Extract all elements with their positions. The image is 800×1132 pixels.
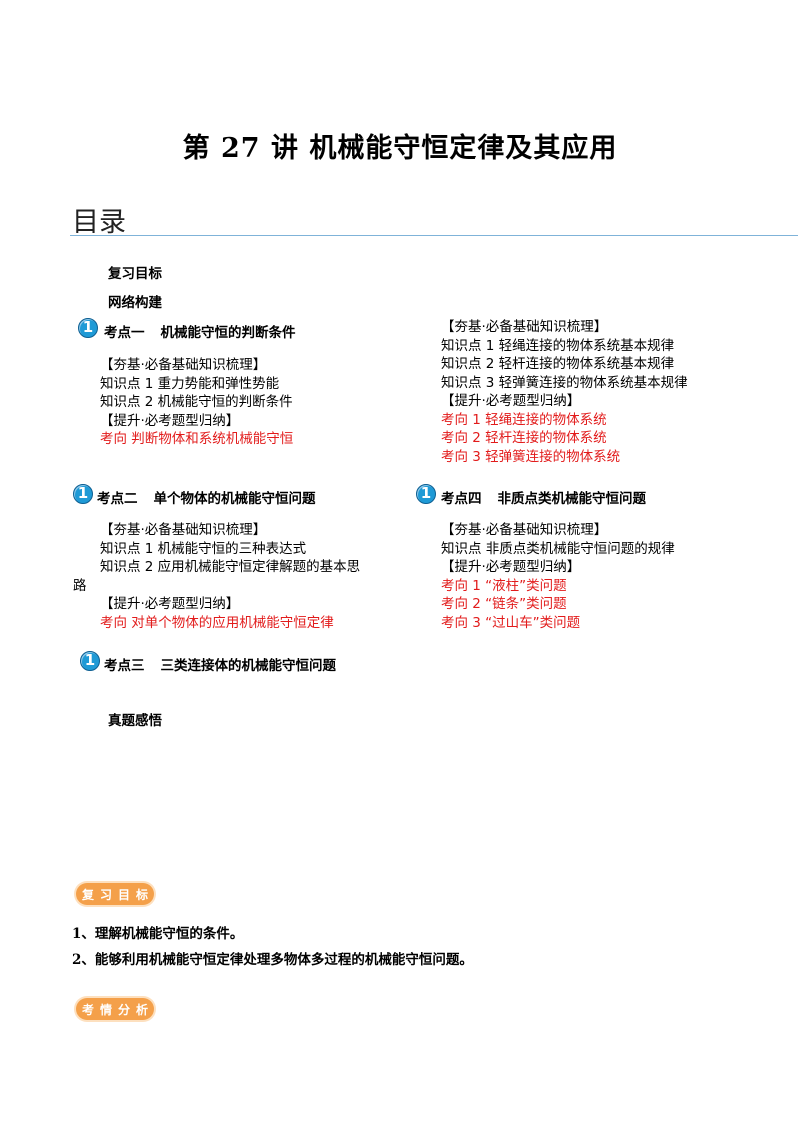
toc-link-network[interactable]: 网络构建 <box>108 295 162 311</box>
tag-char: 标 <box>136 887 149 902</box>
tag-char: 分 <box>118 1002 131 1017</box>
tag-char: 目 <box>118 887 131 902</box>
tag-char: 析 <box>136 1002 149 1017</box>
goal-item: 2、能够利用机械能守恒定律处理多物体多过程的机械能守恒问题。 <box>72 952 473 968</box>
toc-line[interactable]: 路 <box>73 577 87 594</box>
toc-line-red[interactable]: 考向 3 轻弹簧连接的物体系统 <box>441 448 621 465</box>
kp1-list: 【夯基·必备基础知识梳理】 知识点 1 重力势能和弹性势能 知识点 2 机械能守… <box>100 356 293 449</box>
kp-label: 考点四 <box>441 491 482 507</box>
kp-title: 非质点类机械能守恒问题 <box>497 491 647 507</box>
toc-link-kp4[interactable]: 考点四非质点类机械能守恒问题 <box>441 487 646 507</box>
toc-line-red[interactable]: 考向 3 “过山车”类问题 <box>441 614 581 631</box>
toc-line[interactable]: 知识点 1 重力势能和弹性势能 <box>100 375 280 392</box>
kp-title: 单个物体的机械能守恒问题 <box>153 491 316 507</box>
number-badge-icon: 1 <box>78 318 98 338</box>
tag-char: 复 <box>82 887 95 902</box>
toc-line[interactable]: 【提升·必考题型归纳】 <box>100 596 240 612</box>
tag-char: 考 <box>82 1002 95 1017</box>
toc-link-kp2[interactable]: 考点二单个物体的机械能守恒问题 <box>97 487 316 507</box>
toc-line-red[interactable]: 考向 2 “链条”类问题 <box>441 596 567 612</box>
kp-label: 考点一 <box>104 325 145 341</box>
section-tag-review-goal: 复 习 目 标 <box>76 883 155 905</box>
toc-line[interactable]: 知识点 1 轻绳连接的物体系统基本规律 <box>441 337 675 354</box>
tag-char: 情 <box>100 1002 113 1017</box>
toc-link-kp1[interactable]: 考点一机械能守恒的判断条件 <box>104 321 296 341</box>
kp-title: 机械能守恒的判断条件 <box>160 325 296 341</box>
toc-line[interactable]: 【夯基·必备基础知识梳理】 <box>100 357 267 373</box>
kp-label: 考点三 <box>104 658 145 674</box>
page-title: 第 27 讲 机械能守恒定律及其应用 <box>182 133 618 164</box>
toc-line[interactable]: 知识点 3 轻弹簧连接的物体系统基本规律 <box>441 374 688 391</box>
toc-line-red[interactable]: 考向 1 轻绳连接的物体系统 <box>441 411 607 428</box>
toc-line[interactable]: 【夯基·必备基础知识梳理】 <box>441 319 608 335</box>
toc-line-red[interactable]: 考向 判断物体和系统机械能守恒 <box>100 431 294 447</box>
toc-line[interactable]: 【夯基·必备基础知识梳理】 <box>100 522 267 538</box>
kp-title: 三类连接体的机械能守恒问题 <box>160 658 337 674</box>
toc-line[interactable]: 【提升·必考题型归纳】 <box>441 393 581 409</box>
toc-line[interactable]: 知识点 2 轻杆连接的物体系统基本规律 <box>441 356 675 372</box>
kp-label: 考点二 <box>97 491 138 507</box>
toc-line[interactable]: 知识点 非质点类机械能守恒问题的规律 <box>441 540 675 557</box>
toc-line[interactable]: 【提升·必考题型归纳】 <box>100 412 240 429</box>
kp3-list: 【夯基·必备基础知识梳理】 知识点 1 轻绳连接的物体系统基本规律 知识点 2 … <box>441 318 688 466</box>
toc-line[interactable]: 知识点 2 应用机械能守恒定律解题的基本思 <box>100 559 361 575</box>
toc-line-red[interactable]: 考向 对单个物体的应用机械能守恒定律 <box>100 614 334 631</box>
toc-link-kp3[interactable]: 考点三三类连接体的机械能守恒问题 <box>104 654 336 674</box>
toc-link-real-exam[interactable]: 真题感悟 <box>108 713 162 729</box>
number-badge-icon: 1 <box>80 651 100 671</box>
toc-link-review-goal[interactable]: 复习目标 <box>108 266 162 282</box>
kp2-list: 【夯基·必备基础知识梳理】 知识点 1 机械能守恒的三种表达式 知识点 2 应用… <box>73 521 390 632</box>
number-badge-icon: 1 <box>73 484 93 504</box>
toc-line-red[interactable]: 考向 1 “液柱”类问题 <box>441 577 567 594</box>
toc-line[interactable]: 【提升·必考题型归纳】 <box>441 559 581 575</box>
toc-heading: 目录 <box>72 207 126 238</box>
toc-line[interactable]: 知识点 1 机械能守恒的三种表达式 <box>100 540 307 557</box>
number-badge-icon: 1 <box>416 484 436 504</box>
toc-divider <box>70 235 798 236</box>
kp4-list: 【夯基·必备基础知识梳理】 知识点 非质点类机械能守恒问题的规律 【提升·必考题… <box>441 521 675 632</box>
toc-line-red[interactable]: 考向 2 轻杆连接的物体系统 <box>441 430 607 446</box>
section-tag-exam-analysis: 考 情 分 析 <box>76 998 155 1020</box>
tag-char: 习 <box>100 887 113 902</box>
goal-item: 1、理解机械能守恒的条件。 <box>72 926 244 942</box>
toc-line[interactable]: 知识点 2 机械能守恒的判断条件 <box>100 394 293 410</box>
toc-line[interactable]: 【夯基·必备基础知识梳理】 <box>441 522 608 538</box>
